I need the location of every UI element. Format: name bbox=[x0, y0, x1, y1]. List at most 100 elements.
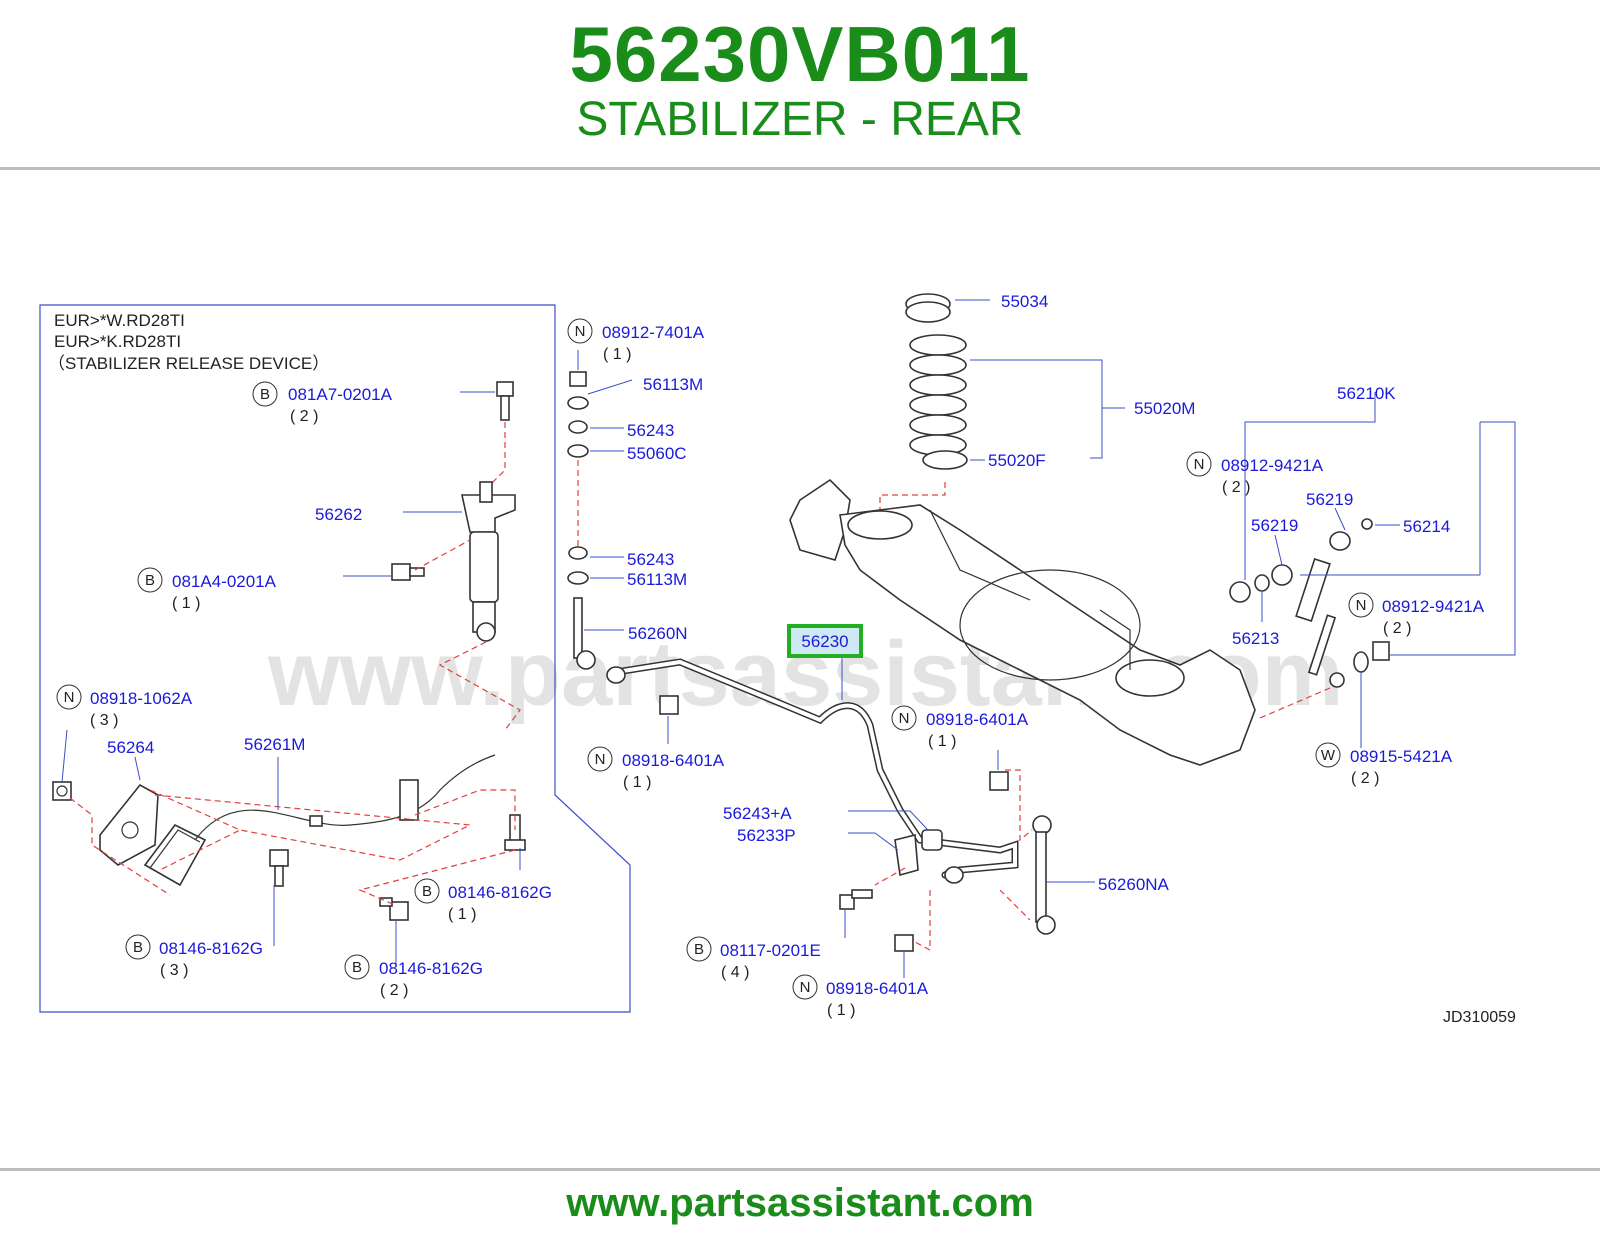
svg-text:081A7-0201A: 081A7-0201A bbox=[288, 385, 393, 404]
callout-08146-8162g-1: B 08146-8162G ( 1 ) bbox=[414, 878, 552, 923]
svg-text:08912-9421A: 08912-9421A bbox=[1221, 456, 1324, 475]
svg-text:56260NA: 56260NA bbox=[1098, 875, 1170, 894]
svg-text:08146-8162G: 08146-8162G bbox=[379, 959, 483, 978]
svg-text:55034: 55034 bbox=[1001, 292, 1048, 311]
callout-55034: 55034 bbox=[1001, 292, 1048, 311]
callout-08146-8162g-3: B 08146-8162G ( 3 ) bbox=[125, 934, 263, 979]
clamp-56233p-icon bbox=[894, 833, 919, 877]
callout-56262: 56262 bbox=[315, 505, 362, 524]
svg-text:55020F: 55020F bbox=[988, 451, 1046, 470]
part-name-subtitle: STABILIZER - REAR bbox=[576, 93, 1024, 146]
svg-text:B: B bbox=[260, 386, 270, 403]
shock-hardware-lower-icon bbox=[1353, 641, 1390, 673]
link-bushing-stack-icon bbox=[567, 371, 589, 585]
bolt-08146-a-icon bbox=[269, 849, 289, 887]
callout-08918-1062a: N 08918-1062A ( 3 ) bbox=[56, 684, 193, 729]
svg-text:B: B bbox=[694, 941, 704, 958]
nut-08918-6401a-bottom-icon bbox=[894, 934, 914, 952]
rear-axle-housing-icon bbox=[789, 478, 1256, 766]
svg-text:( 1 ): ( 1 ) bbox=[172, 595, 200, 612]
svg-text:( 3 ): ( 3 ) bbox=[160, 962, 188, 979]
parts-diagram-svg: www.partsassistant.com EUR>*W.RD28TI EUR… bbox=[39, 292, 1516, 1026]
bolt-081a7-icon bbox=[496, 381, 514, 421]
callout-56243-top: 56243 bbox=[627, 421, 674, 440]
svg-text:56113M: 56113M bbox=[627, 570, 687, 589]
nut-08918-6401a-left-icon bbox=[659, 695, 679, 715]
svg-text:( 2 ): ( 2 ) bbox=[1351, 770, 1379, 787]
svg-text:N: N bbox=[899, 710, 910, 727]
svg-text:( 4 ): ( 4 ) bbox=[721, 964, 749, 981]
callout-081a4-0201a: B 081A4-0201A ( 1 ) bbox=[137, 567, 277, 612]
callout-56260na: 56260NA bbox=[1098, 875, 1170, 894]
svg-text:56214: 56214 bbox=[1403, 517, 1450, 536]
bushing-56243a-icon bbox=[921, 829, 943, 851]
inset-note-1: EUR>*W.RD28TI bbox=[54, 311, 185, 330]
callout-08146-8162g-2: B 08146-8162G ( 2 ) bbox=[344, 954, 483, 999]
svg-text:08117-0201E: 08117-0201E bbox=[720, 941, 821, 960]
actuator-56262-icon bbox=[461, 481, 516, 642]
svg-text:08918-1062A: 08918-1062A bbox=[90, 689, 193, 708]
callout-08915-5421a: W 08915-5421A ( 2 ) bbox=[1315, 742, 1453, 787]
spring-seat-55020f-icon bbox=[922, 450, 968, 470]
svg-text:W: W bbox=[1321, 747, 1336, 764]
svg-text:N: N bbox=[64, 689, 75, 706]
svg-text:( 1 ): ( 1 ) bbox=[603, 346, 631, 363]
callout-55060c: 55060C bbox=[627, 444, 687, 463]
control-module-icon bbox=[143, 823, 207, 887]
svg-text:B: B bbox=[422, 883, 432, 900]
part-number-title: 56230VB011 bbox=[569, 10, 1031, 98]
nut-08918-6401a-right-icon bbox=[989, 771, 1009, 791]
svg-text:B: B bbox=[133, 939, 143, 956]
svg-text:56260N: 56260N bbox=[628, 624, 688, 643]
svg-text:08146-8162G: 08146-8162G bbox=[159, 939, 263, 958]
inset-note-2: EUR>*K.RD28TI bbox=[54, 332, 181, 351]
inset-note-3: （STABILIZER RELEASE DEVICE） bbox=[48, 354, 329, 373]
callout-56113m-top: 56113M bbox=[643, 375, 703, 394]
callout-56261m: 56261M bbox=[244, 735, 305, 754]
svg-text:56243: 56243 bbox=[627, 421, 674, 440]
svg-text:( 2 ): ( 2 ) bbox=[380, 982, 408, 999]
svg-text:( 1 ): ( 1 ) bbox=[827, 1002, 855, 1019]
svg-text:081A4-0201A: 081A4-0201A bbox=[172, 572, 277, 591]
svg-text:( 2 ): ( 2 ) bbox=[1383, 620, 1411, 637]
svg-text:N: N bbox=[1356, 597, 1367, 614]
callout-081a7-0201a: B 081A7-0201A ( 2 ) bbox=[252, 381, 393, 425]
svg-text:56113M: 56113M bbox=[643, 375, 703, 394]
callout-08117-0201e: B 08117-0201E ( 4 ) bbox=[686, 936, 821, 981]
callout-56233p: 56233P bbox=[737, 826, 796, 845]
svg-text:( 3 ): ( 3 ) bbox=[90, 712, 118, 729]
svg-text:56233P: 56233P bbox=[737, 826, 796, 845]
callout-08912-9421a-lower: N 08912-9421A ( 2 ) bbox=[1348, 592, 1485, 637]
svg-text:B: B bbox=[145, 572, 155, 589]
svg-text:08918-6401A: 08918-6401A bbox=[826, 979, 929, 998]
link-rod-56260na-icon bbox=[1032, 815, 1056, 935]
bolt-08117-icon bbox=[839, 889, 873, 910]
svg-text:56230: 56230 bbox=[801, 632, 848, 651]
svg-text:08912-9421A: 08912-9421A bbox=[1382, 597, 1485, 616]
svg-text:08146-8162G: 08146-8162G bbox=[448, 883, 552, 902]
shock-hardware-upper-icon bbox=[1229, 518, 1373, 603]
svg-text:( 1 ): ( 1 ) bbox=[448, 906, 476, 923]
callout-08912-7401a: N 08912-7401A ( 1 ) bbox=[567, 318, 705, 363]
svg-text:56210K: 56210K bbox=[1337, 384, 1396, 403]
nut-08918-1062a-icon bbox=[52, 781, 72, 801]
svg-text:( 1 ): ( 1 ) bbox=[928, 733, 956, 750]
page-header: 56230VB011 STABILIZER - REAR bbox=[0, 0, 1600, 170]
callout-56219-lower: 56219 bbox=[1251, 516, 1298, 535]
callout-56230-highlighted[interactable]: 56230 bbox=[787, 624, 863, 658]
callout-56213: 56213 bbox=[1232, 629, 1279, 648]
svg-text:( 1 ): ( 1 ) bbox=[623, 774, 651, 791]
coil-spring-55020m-icon bbox=[909, 334, 967, 456]
spring-seat-55034-icon bbox=[905, 293, 951, 323]
svg-text:56243: 56243 bbox=[627, 550, 674, 569]
svg-text:B: B bbox=[352, 959, 362, 976]
callout-56219-upper: 56219 bbox=[1306, 490, 1353, 509]
cable-56261m bbox=[194, 754, 496, 841]
footer-website-link[interactable]: www.partsassistant.com bbox=[566, 1181, 1034, 1225]
callout-56113m-bottom: 56113M bbox=[627, 570, 687, 589]
svg-text:56213: 56213 bbox=[1232, 629, 1279, 648]
drawing-id: JD310059 bbox=[1443, 1009, 1516, 1026]
svg-text:08912-7401A: 08912-7401A bbox=[602, 323, 705, 342]
bar-end-bushing-icon bbox=[606, 666, 964, 884]
callout-56214: 56214 bbox=[1403, 517, 1450, 536]
